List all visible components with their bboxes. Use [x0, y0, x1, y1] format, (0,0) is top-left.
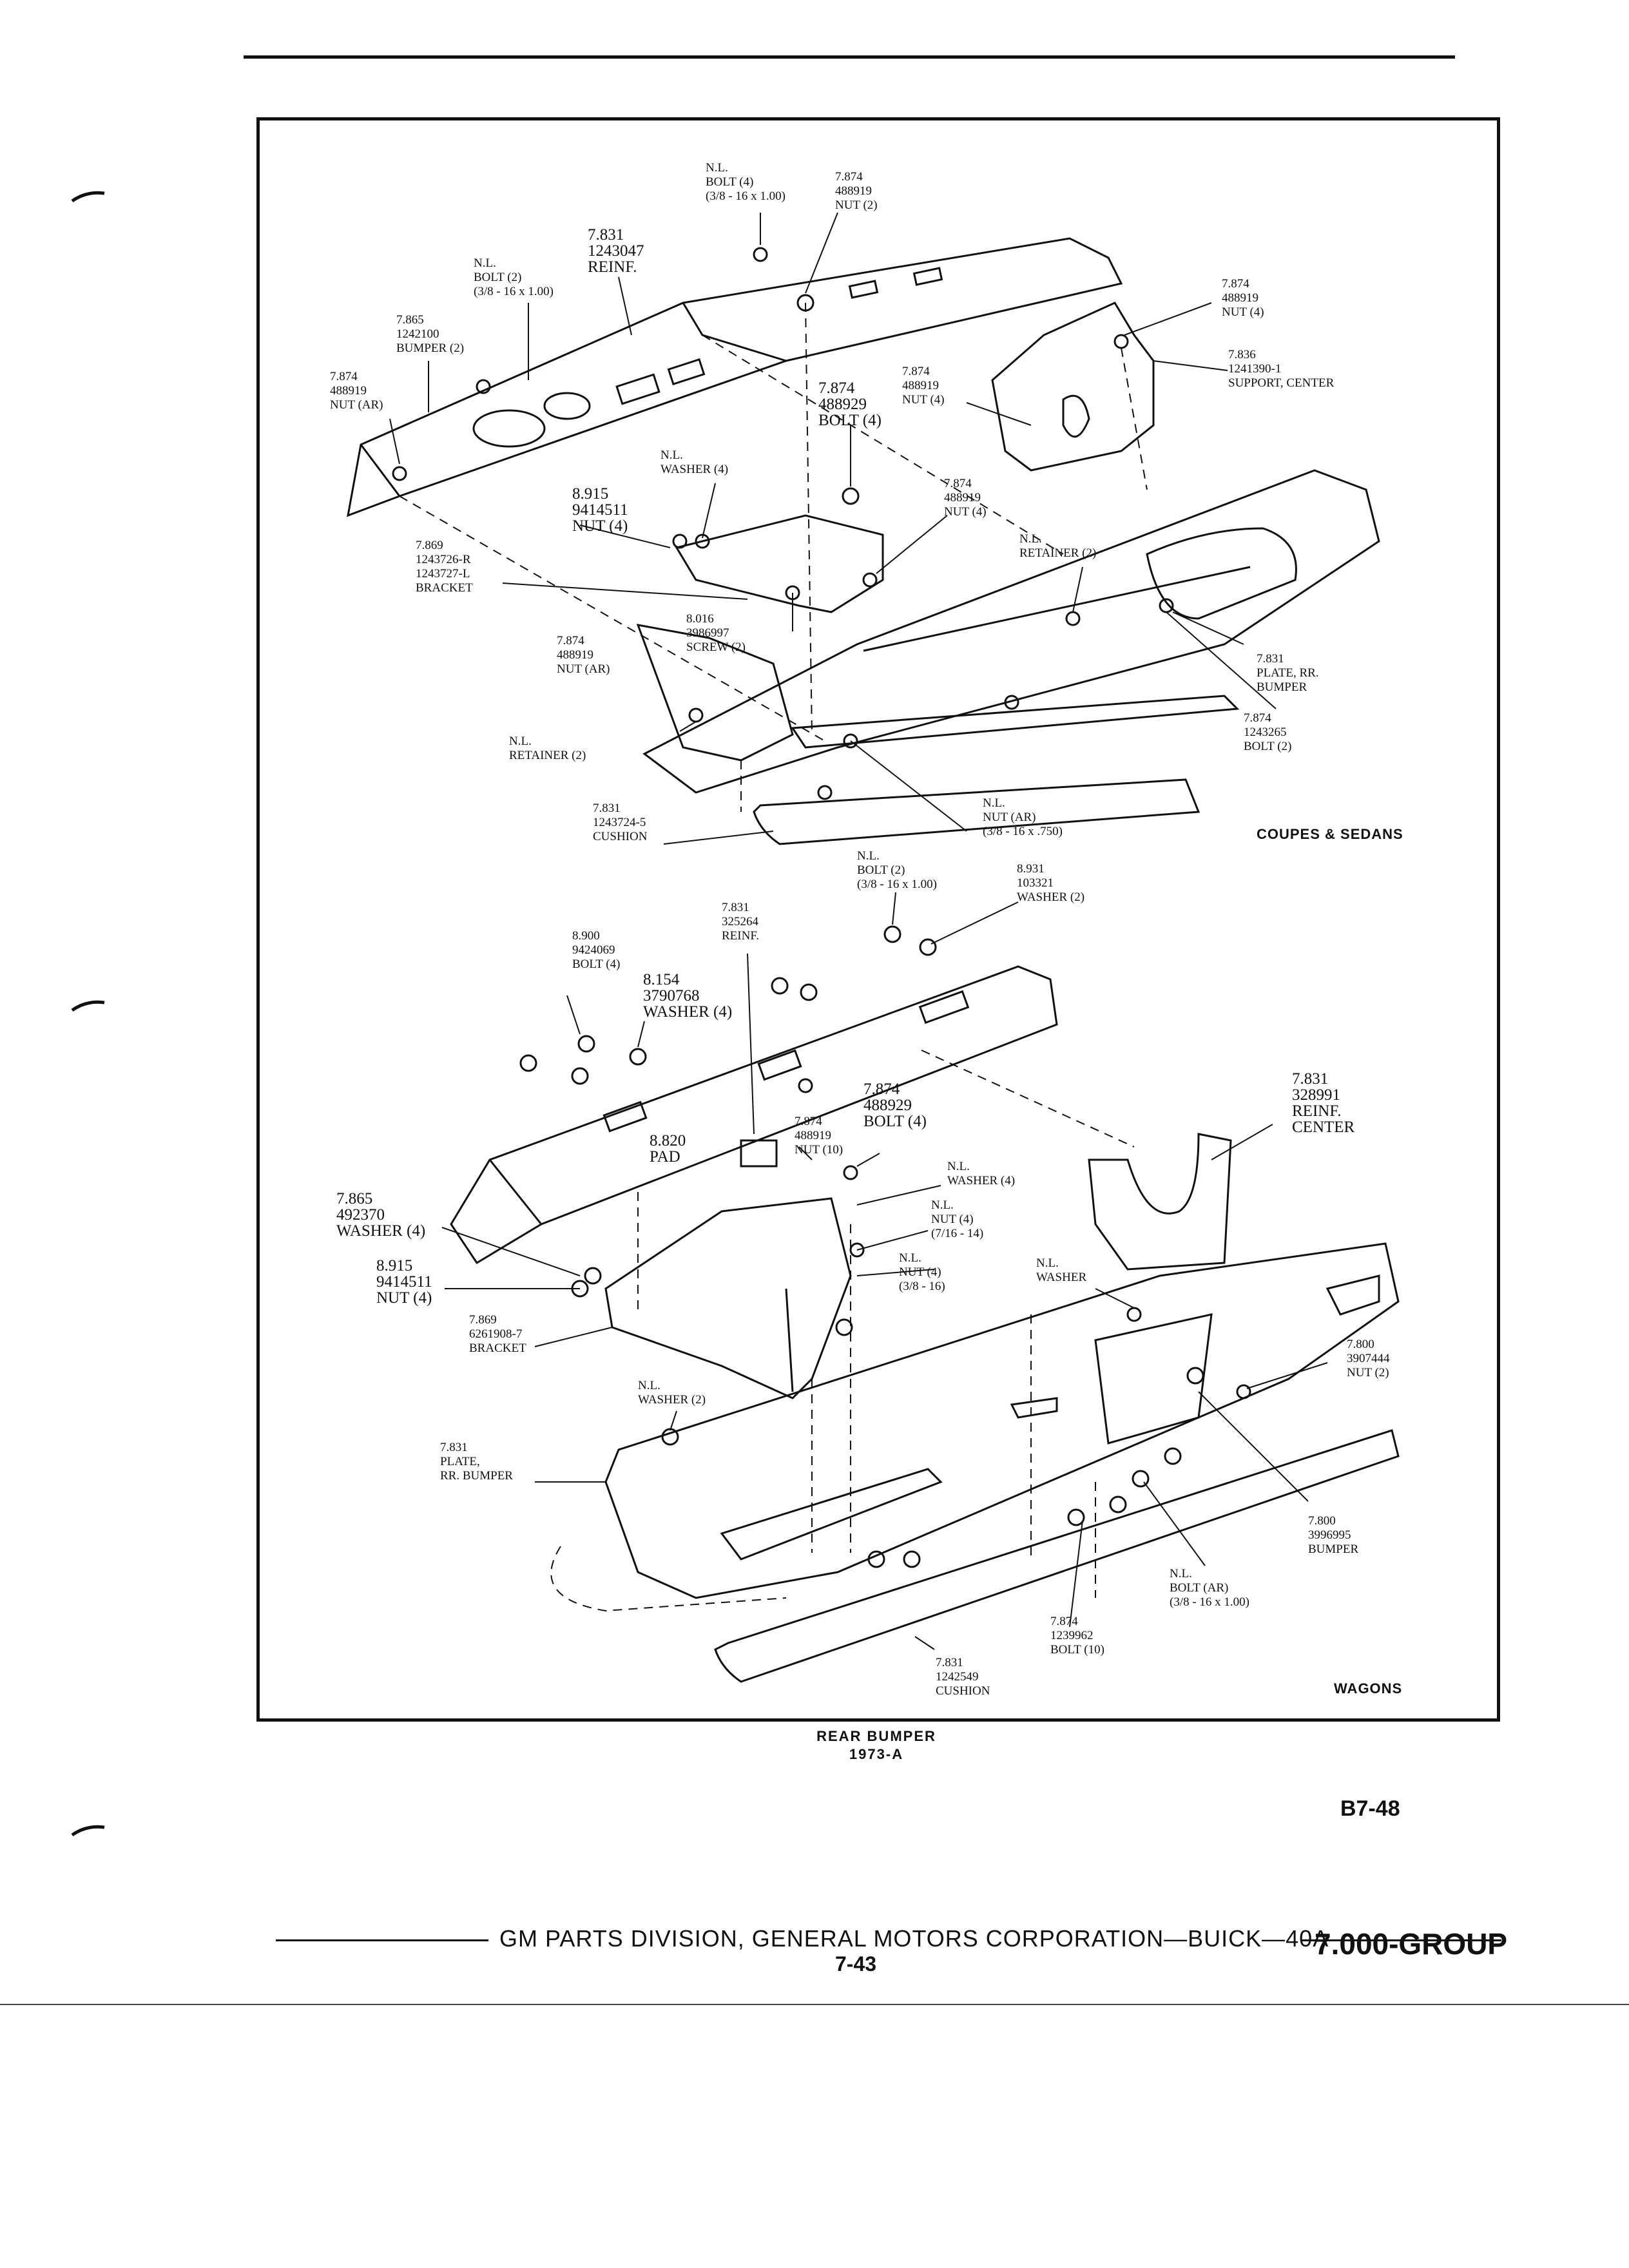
section-wagons: WAGONS: [1334, 1680, 1403, 1696]
label-top-bolt-2: 7.874 1243265 BOLT (2): [1244, 711, 1292, 753]
label-bot-pad: 8.820 PAD: [650, 1132, 686, 1166]
label-bot-nl-bolt-2: N.L. BOLT (2) (3/8 - 16 x 1.00): [857, 849, 938, 891]
label-bot-nl-nut-4-3-8: N.L. NUT (4) (3/8 - 16): [899, 1251, 945, 1293]
top-reinforcement: [347, 237, 1123, 517]
label-top-bracket: 7.869 1243726-R 1243727-L BRACKET: [416, 539, 473, 595]
diagram-frame: [256, 117, 1500, 1722]
bottom-reinforcement: [450, 965, 1058, 1265]
label-bot-nl-washer: N.L. WASHER: [1036, 1256, 1087, 1284]
label-top-bolt-4: 7.874 488929 BOLT (4): [818, 380, 882, 429]
label-bot-nut-10: 7.874 488919 NUT (10): [795, 1115, 843, 1157]
label-bot-bolt-4-8900: 8.900 9424069 BOLT (4): [572, 929, 621, 971]
label-bot-washer-4-7865: 7.865 492370 WASHER (4): [336, 1190, 426, 1240]
label-bot-washer-4-8154: 8.154 3790768 WASHER (4): [643, 971, 733, 1021]
label-bot-nl-bolt-ar: N.L. BOLT (AR) (3/8 - 16 x 1.00): [1170, 1567, 1250, 1609]
label-bot-nut-4-8915: 8.915 9414511 NUT (4): [376, 1257, 432, 1307]
label-bot-washer-2: 8.931 103321 WASHER (2): [1017, 862, 1085, 904]
label-top-nut-4-lower: 7.874 488919 NUT (4): [944, 477, 987, 519]
label-bot-nl-nut-4-7-16: N.L. NUT (4) (7/16 - 14): [931, 1198, 984, 1240]
footer-rule-right: [1302, 1939, 1501, 1941]
label-bot-bolt-10: 7.874 1239962 BOLT (10): [1050, 1615, 1104, 1657]
label-bot-reinf-center: 7.831 328991 REINF. CENTER: [1292, 1070, 1355, 1136]
label-top-plate-rr-bumper: 7.831 PLATE, RR. BUMPER: [1257, 652, 1319, 694]
label-bot-bumper: 7.800 3996995 BUMPER: [1308, 1514, 1359, 1556]
label-top-support-center: 7.836 1241390-1 SUPPORT, CENTER: [1228, 348, 1335, 390]
label-top-bumper-2: 7.865 1242100 BUMPER (2): [396, 313, 465, 355]
label-top-nl-washer-4: N.L. WASHER (4): [660, 448, 729, 476]
label-top-cushion: 7.831 1243724-5 CUSHION: [593, 802, 648, 843]
bottom-center-reinf: [1088, 1133, 1232, 1271]
label-top-nut-ar-mid: 7.874 488919 NUT (AR): [557, 634, 610, 676]
label-bot-bolt-4: 7.874 488929 BOLT (4): [863, 1081, 927, 1130]
label-bot-nl-washer-2: N.L. WASHER (2): [638, 1379, 706, 1407]
bottom-rear-bumper: [604, 1242, 1400, 1599]
section-coupes-sedans: COUPES & SEDANS: [1257, 826, 1403, 842]
group-number: 7.000-GROUP: [1315, 1927, 1508, 1961]
page-id: B7-48: [1340, 1796, 1400, 1821]
footer-page-number: 7-43: [835, 1952, 877, 1975]
bottom-rule: [0, 2004, 1629, 2005]
label-top-nl-nut-ar: N.L. NUT (AR) (3/8 - 16 x .750): [983, 796, 1063, 838]
label-top-nl-retainer-2-left: N.L. RETAINER (2): [509, 735, 586, 762]
label-bot-cushion: 7.831 1242549 CUSHION: [936, 1656, 990, 1698]
bottom-bracket: [604, 1197, 852, 1399]
bottom-cushion: [714, 1429, 1400, 1683]
top-bracket: [675, 514, 884, 613]
label-top-screw-2: 8.016 3986997 SCREW (2): [686, 612, 746, 654]
label-bot-reinf: 7.831 325264 REINF.: [722, 901, 760, 943]
label-top-nl-bolt-4: N.L. BOLT (4) (3/8 - 16 x 1.00): [706, 161, 786, 203]
label-top-reinf: 7.831 1243047 REINF.: [588, 226, 644, 276]
footer-text: GM PARTS DIVISION, GENERAL MOTORS CORPOR…: [499, 1925, 1329, 1952]
top-cushion: [753, 778, 1200, 845]
label-top-nut-4-right: 7.874 488919 NUT (4): [1222, 277, 1264, 319]
top-side-retainer: [636, 624, 794, 762]
caption-title: REAR BUMPER: [816, 1728, 936, 1744]
top-rule: [244, 55, 1455, 59]
label-top-nl-bolt-2: N.L. BOLT (2) (3/8 - 16 x 1.00): [474, 256, 554, 298]
caption-subtitle: 1973-A: [849, 1746, 904, 1762]
label-top-nut-4-8915: 8.915 9414511 NUT (4): [572, 485, 628, 535]
label-top-nl-retainer-2-right: N.L. RETAINER (2): [1019, 532, 1097, 560]
top-bumper-plate: [642, 469, 1380, 794]
footer-rule-left: [276, 1939, 488, 1941]
label-bot-nut-2: 7.800 3907444 NUT (2): [1347, 1338, 1390, 1379]
label-top-nut-ar-left: 7.874 488919 NUT (AR): [330, 370, 383, 412]
top-center-support: [991, 302, 1155, 472]
label-top-nut-4-mid: 7.874 488919 NUT (4): [902, 365, 945, 407]
label-bot-nl-washer-4: N.L. WASHER (4): [947, 1160, 1016, 1187]
label-bot-bracket: 7.869 6261908-7 BRACKET: [469, 1313, 526, 1355]
bottom-pad: [740, 1139, 778, 1168]
label-top-nut-2: 7.874 488919 NUT (2): [835, 170, 878, 212]
label-bot-plate-rr-bumper: 7.831 PLATE, RR. BUMPER: [440, 1441, 513, 1483]
